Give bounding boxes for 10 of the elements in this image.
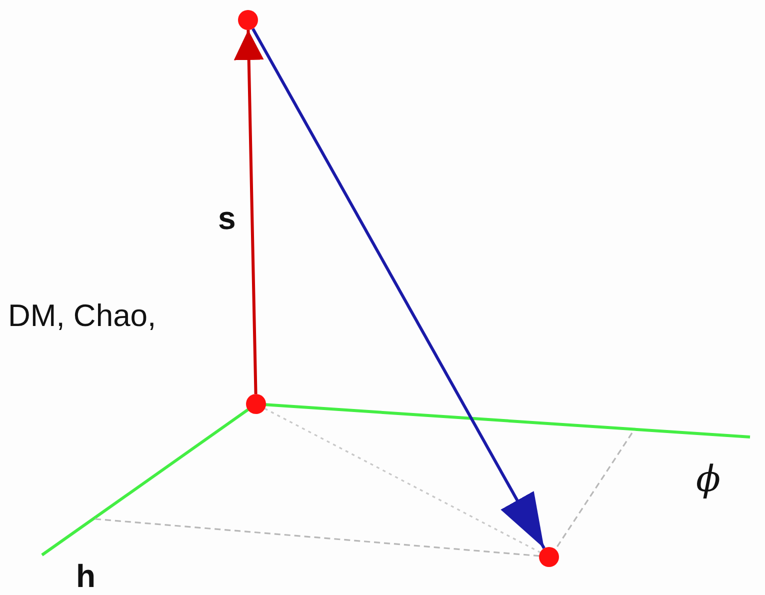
point-marker (238, 10, 258, 30)
arrow (234, 30, 264, 394)
connector-line (264, 408, 540, 554)
vector-label: s (218, 202, 236, 234)
annotation-text: DM, Chao, (8, 300, 156, 331)
axis-label: h (76, 560, 96, 592)
point-marker (539, 547, 559, 567)
angle-label: ϕ (696, 462, 721, 498)
point-marker (246, 394, 266, 414)
arrow (252, 28, 546, 549)
